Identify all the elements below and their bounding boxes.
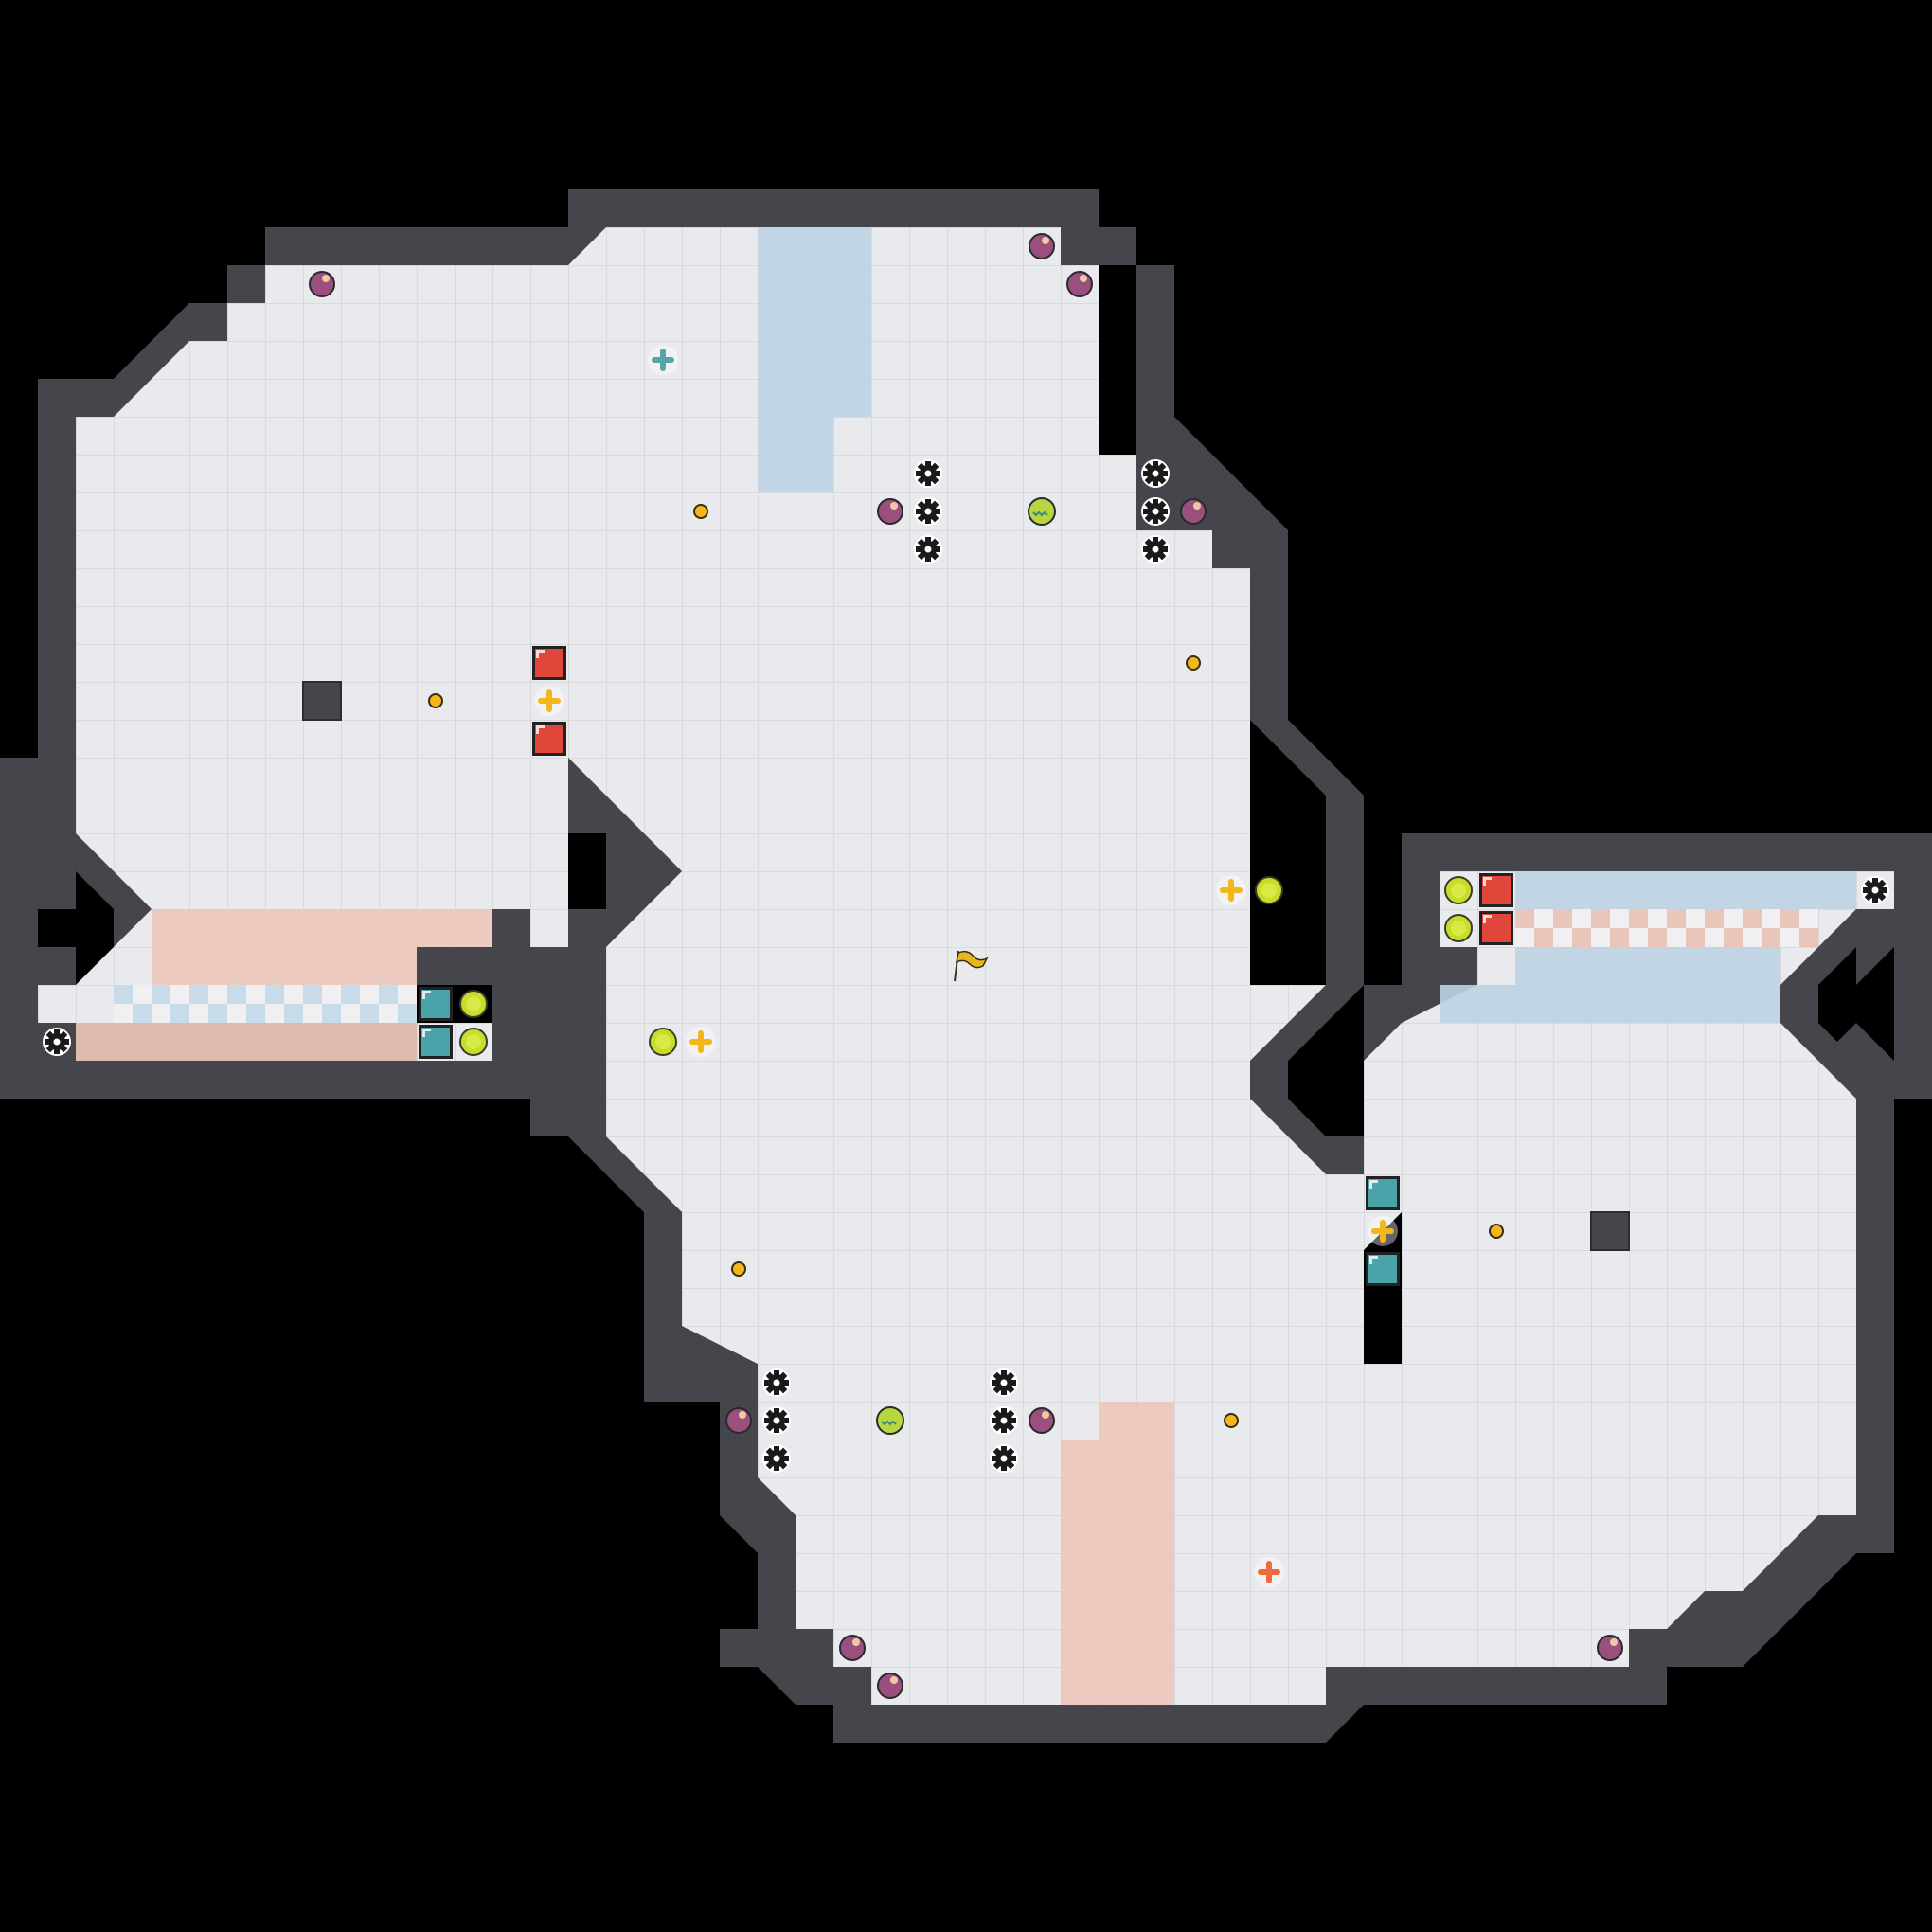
coin-icon bbox=[1489, 1224, 1504, 1239]
pink-zone-left bbox=[152, 909, 492, 947]
red-block-icon bbox=[1479, 873, 1513, 907]
gear-icon bbox=[990, 1444, 1018, 1473]
coin-icon bbox=[693, 504, 708, 519]
purple-orb-icon bbox=[1066, 271, 1093, 297]
coin-icon bbox=[1186, 655, 1201, 671]
lime-orb-icon bbox=[459, 1028, 488, 1056]
blue-zone-top bbox=[758, 227, 871, 417]
lime-orb-icon bbox=[459, 990, 488, 1018]
wall-block-icon bbox=[302, 681, 342, 721]
gear-icon bbox=[990, 1368, 1018, 1397]
checker-left bbox=[114, 985, 417, 1023]
coin-icon bbox=[1224, 1413, 1239, 1428]
lime-orb-icon bbox=[1444, 914, 1473, 942]
wall-block-icon bbox=[1590, 1211, 1630, 1251]
flag-icon bbox=[954, 950, 989, 982]
teal-cross-icon bbox=[648, 345, 678, 375]
gear-icon bbox=[914, 497, 942, 526]
teal-block-icon bbox=[419, 987, 453, 1021]
floor-right-room bbox=[1402, 871, 1894, 1515]
checker-right bbox=[1515, 909, 1818, 947]
gear-icon bbox=[1141, 459, 1170, 488]
purple-orb-icon bbox=[1180, 498, 1207, 525]
pink-zone-bottom bbox=[1061, 1440, 1174, 1705]
teal-block-icon bbox=[1366, 1252, 1400, 1286]
floors bbox=[38, 227, 1894, 1705]
purple-orb-icon bbox=[877, 498, 903, 525]
yellow-cross-icon bbox=[1216, 875, 1246, 905]
orange-cross-icon bbox=[1254, 1557, 1284, 1587]
purple-orb-icon bbox=[877, 1673, 903, 1699]
green-striped-orb-icon bbox=[876, 1406, 904, 1435]
lime-orb-icon bbox=[1255, 876, 1283, 904]
gear-icon bbox=[762, 1368, 791, 1397]
coin-icon bbox=[731, 1261, 746, 1277]
gear-icon bbox=[1861, 876, 1889, 904]
lime-orb-icon bbox=[649, 1028, 677, 1056]
gear-icon bbox=[914, 459, 942, 488]
purple-orb-icon bbox=[1029, 233, 1055, 259]
zones bbox=[76, 227, 1856, 1705]
purple-orb-icon bbox=[1597, 1635, 1623, 1661]
gear-icon bbox=[762, 1444, 791, 1473]
red-block-icon bbox=[1479, 911, 1513, 945]
purple-orb-icon bbox=[1029, 1407, 1055, 1434]
purple-orb-icon bbox=[309, 271, 335, 297]
red-block-icon bbox=[532, 646, 566, 680]
teal-block-icon bbox=[419, 1025, 453, 1059]
purple-orb-icon bbox=[839, 1635, 866, 1661]
gear-icon bbox=[43, 1028, 71, 1056]
yellow-cross-icon bbox=[1368, 1216, 1398, 1246]
gear-icon bbox=[1141, 497, 1170, 526]
yellow-cross-icon bbox=[686, 1027, 716, 1057]
floor-left-room bbox=[38, 227, 1856, 1705]
gear-icon bbox=[1141, 535, 1170, 564]
blue-zone-right bbox=[1515, 871, 1856, 909]
game-items bbox=[43, 233, 1889, 1699]
lime-orb-icon bbox=[1444, 876, 1473, 904]
yellow-cross-icon bbox=[534, 686, 564, 716]
gear-icon bbox=[914, 535, 942, 564]
green-striped-orb-icon bbox=[1028, 497, 1056, 526]
coin-icon bbox=[428, 693, 443, 708]
purple-orb-icon bbox=[725, 1407, 752, 1434]
gear-icon bbox=[990, 1406, 1018, 1435]
red-block-icon bbox=[532, 722, 566, 756]
teal-block-icon bbox=[1366, 1176, 1400, 1210]
gear-icon bbox=[762, 1406, 791, 1435]
